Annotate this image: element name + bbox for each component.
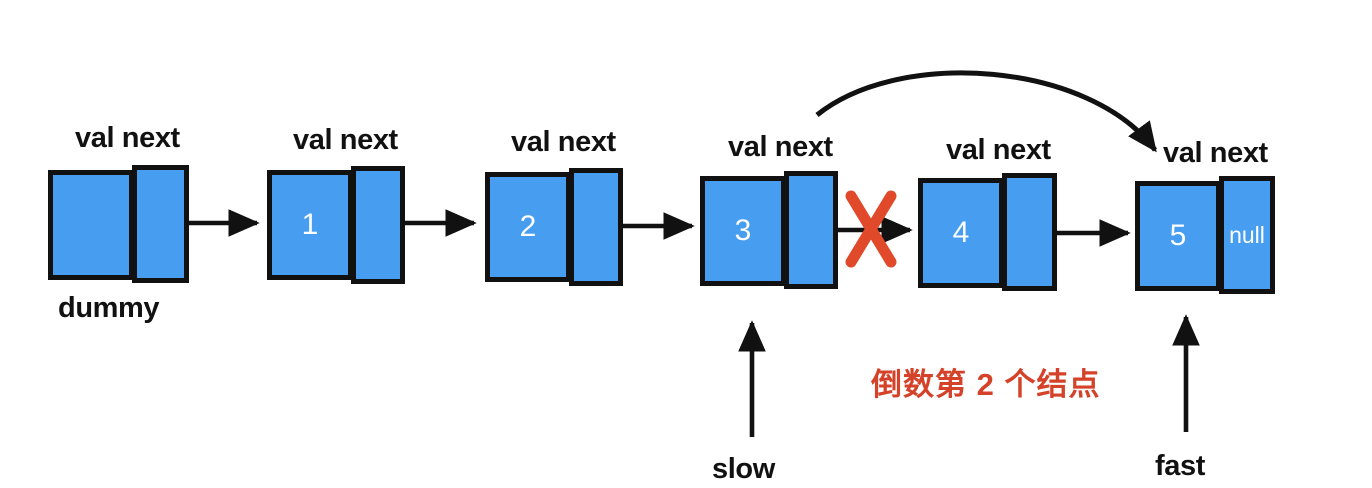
node-5-val-cell[interactable]: 5: [1135, 181, 1221, 291]
node-3-val-cell[interactable]: 3: [700, 176, 786, 286]
node-4-val-cell[interactable]: 4: [918, 178, 1004, 288]
node-5-next-cell[interactable]: null: [1219, 176, 1275, 294]
node-2-next-cell[interactable]: [569, 168, 623, 286]
node-dummy-val-cell[interactable]: [48, 170, 134, 280]
node-dummy-next-cell[interactable]: [132, 165, 189, 283]
node-1-next-cell[interactable]: [351, 166, 405, 284]
node-5-field-label: val next: [1163, 137, 1268, 169]
node-dummy-name-label: dummy: [58, 292, 160, 324]
node-3-field-label: val next: [728, 131, 833, 163]
broken-link-cross-icon: [845, 190, 897, 268]
slow-pointer-label: slow: [712, 453, 775, 485]
node-1-val-cell[interactable]: 1: [267, 170, 353, 280]
node-1-field-label: val next: [293, 124, 398, 156]
node-3-next-cell[interactable]: [784, 171, 838, 289]
node-4-field-label: val next: [946, 134, 1051, 166]
node-4-next-cell[interactable]: [1002, 173, 1057, 291]
node-2-field-label: val next: [511, 126, 616, 158]
fast-pointer-label: fast: [1155, 450, 1205, 482]
node-2-val-cell[interactable]: 2: [485, 172, 571, 282]
node-dummy-field-label: val next: [75, 122, 180, 154]
nth-from-end-annotation: 倒数第 2 个结点: [871, 367, 1101, 402]
